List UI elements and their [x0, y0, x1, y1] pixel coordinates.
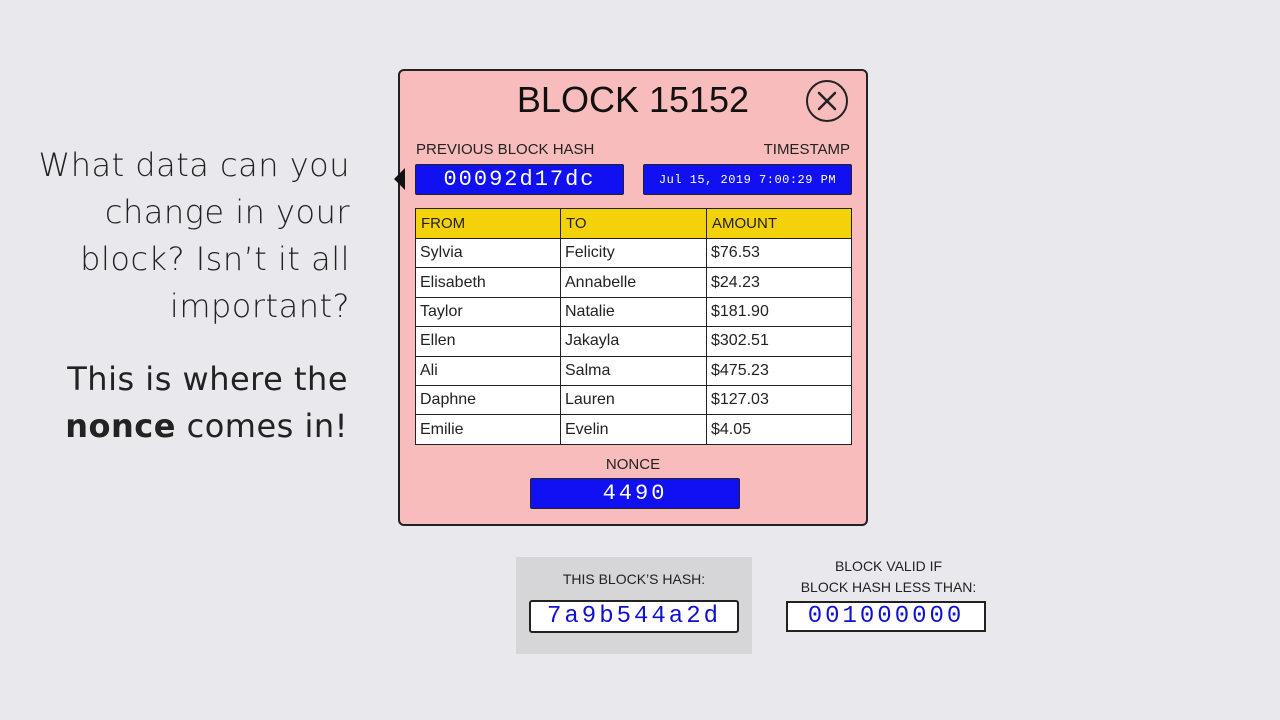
close-icon — [817, 91, 837, 111]
cell-from: Daphne — [415, 384, 561, 416]
table-row: Taylor Natalie $181.90 — [415, 296, 852, 328]
cell-amount: $76.53 — [706, 237, 852, 269]
valid-label-line-2: BLOCK HASH LESS THAN: — [800, 579, 977, 595]
timestamp-label: TIMESTAMP — [763, 141, 850, 158]
question-line-2: change in your — [104, 193, 350, 231]
block-card: BLOCK 15152 PREVIOUS BLOCK HASH 00092d17… — [394, 69, 868, 526]
valid-threshold-value: 001000000 — [786, 601, 986, 632]
cell-amount: $302.51 — [706, 326, 852, 357]
this-hash-panel: THIS BLOCK’S HASH: 7a9b544a2d — [516, 557, 752, 654]
cell-from: Sylvia — [415, 237, 561, 269]
cell-amount: $475.23 — [706, 355, 852, 386]
close-button[interactable] — [806, 80, 848, 122]
table-row: Elisabeth Annabelle $24.23 — [415, 267, 852, 298]
cell-amount: $4.05 — [706, 414, 852, 445]
table-header-row: FROM TO AMOUNT — [415, 208, 852, 239]
valid-label: BLOCK VALID IF BLOCK HASH LESS THAN: — [786, 556, 991, 598]
this-hash-value: 7a9b544a2d — [529, 600, 739, 633]
block-title: BLOCK 15152 — [516, 79, 750, 120]
answer-line-1: This is where the — [67, 360, 348, 398]
table-row: Ellen Jakayla $302.51 — [415, 326, 852, 357]
header-from: FROM — [415, 208, 561, 239]
question-line-3: block? Isn’t it all — [80, 240, 350, 278]
table-row: Emilie Evelin $4.05 — [415, 414, 852, 445]
table-row: Ali Salma $475.23 — [415, 355, 852, 386]
cell-from: Taylor — [415, 296, 561, 328]
nonce-input[interactable]: 4490 — [530, 478, 740, 509]
this-hash-label: THIS BLOCK’S HASH: — [562, 571, 706, 587]
arrow-left-icon — [394, 168, 405, 190]
question-line-4: important? — [169, 287, 350, 325]
cell-amount: $24.23 — [706, 267, 852, 298]
cell-from: Emilie — [415, 414, 561, 445]
cell-from: Ellen — [415, 326, 561, 357]
cell-amount: $181.90 — [706, 296, 852, 328]
cell-to: Jakayla — [560, 326, 707, 357]
timestamp-value: Jul 15, 2019 7:00:29 PM — [643, 164, 852, 195]
cell-to: Lauren — [560, 384, 707, 416]
cell-to: Natalie — [560, 296, 707, 328]
cell-amount: $127.03 — [706, 384, 852, 416]
cell-to: Salma — [560, 355, 707, 386]
answer-bold-word: nonce — [65, 407, 176, 445]
prev-hash-label: PREVIOUS BLOCK HASH — [416, 141, 595, 158]
table-row: Sylvia Felicity $76.53 — [415, 237, 852, 269]
cell-to: Evelin — [560, 414, 707, 445]
prev-hash-value: 00092d17dc — [415, 164, 624, 195]
cell-from: Elisabeth — [415, 267, 561, 298]
cell-to: Felicity — [560, 237, 707, 269]
cell-from: Ali — [415, 355, 561, 386]
question-line-1: What data can you — [38, 146, 350, 184]
header-amount: AMOUNT — [706, 208, 852, 239]
question-text: What data can you change in your block? … — [20, 142, 350, 330]
answer-text: This is where the nonce comes in! — [20, 356, 348, 450]
nonce-label: NONCE — [605, 456, 661, 473]
header-to: TO — [560, 208, 707, 239]
cell-to: Annabelle — [560, 267, 707, 298]
valid-label-line-1: BLOCK VALID IF — [834, 558, 943, 574]
transactions-table: FROM TO AMOUNT Sylvia Felicity $76.53 El… — [415, 208, 852, 445]
answer-line-2-rest: comes in! — [175, 407, 348, 445]
table-row: Daphne Lauren $127.03 — [415, 384, 852, 416]
answer-line-2: nonce comes in! — [20, 403, 348, 450]
